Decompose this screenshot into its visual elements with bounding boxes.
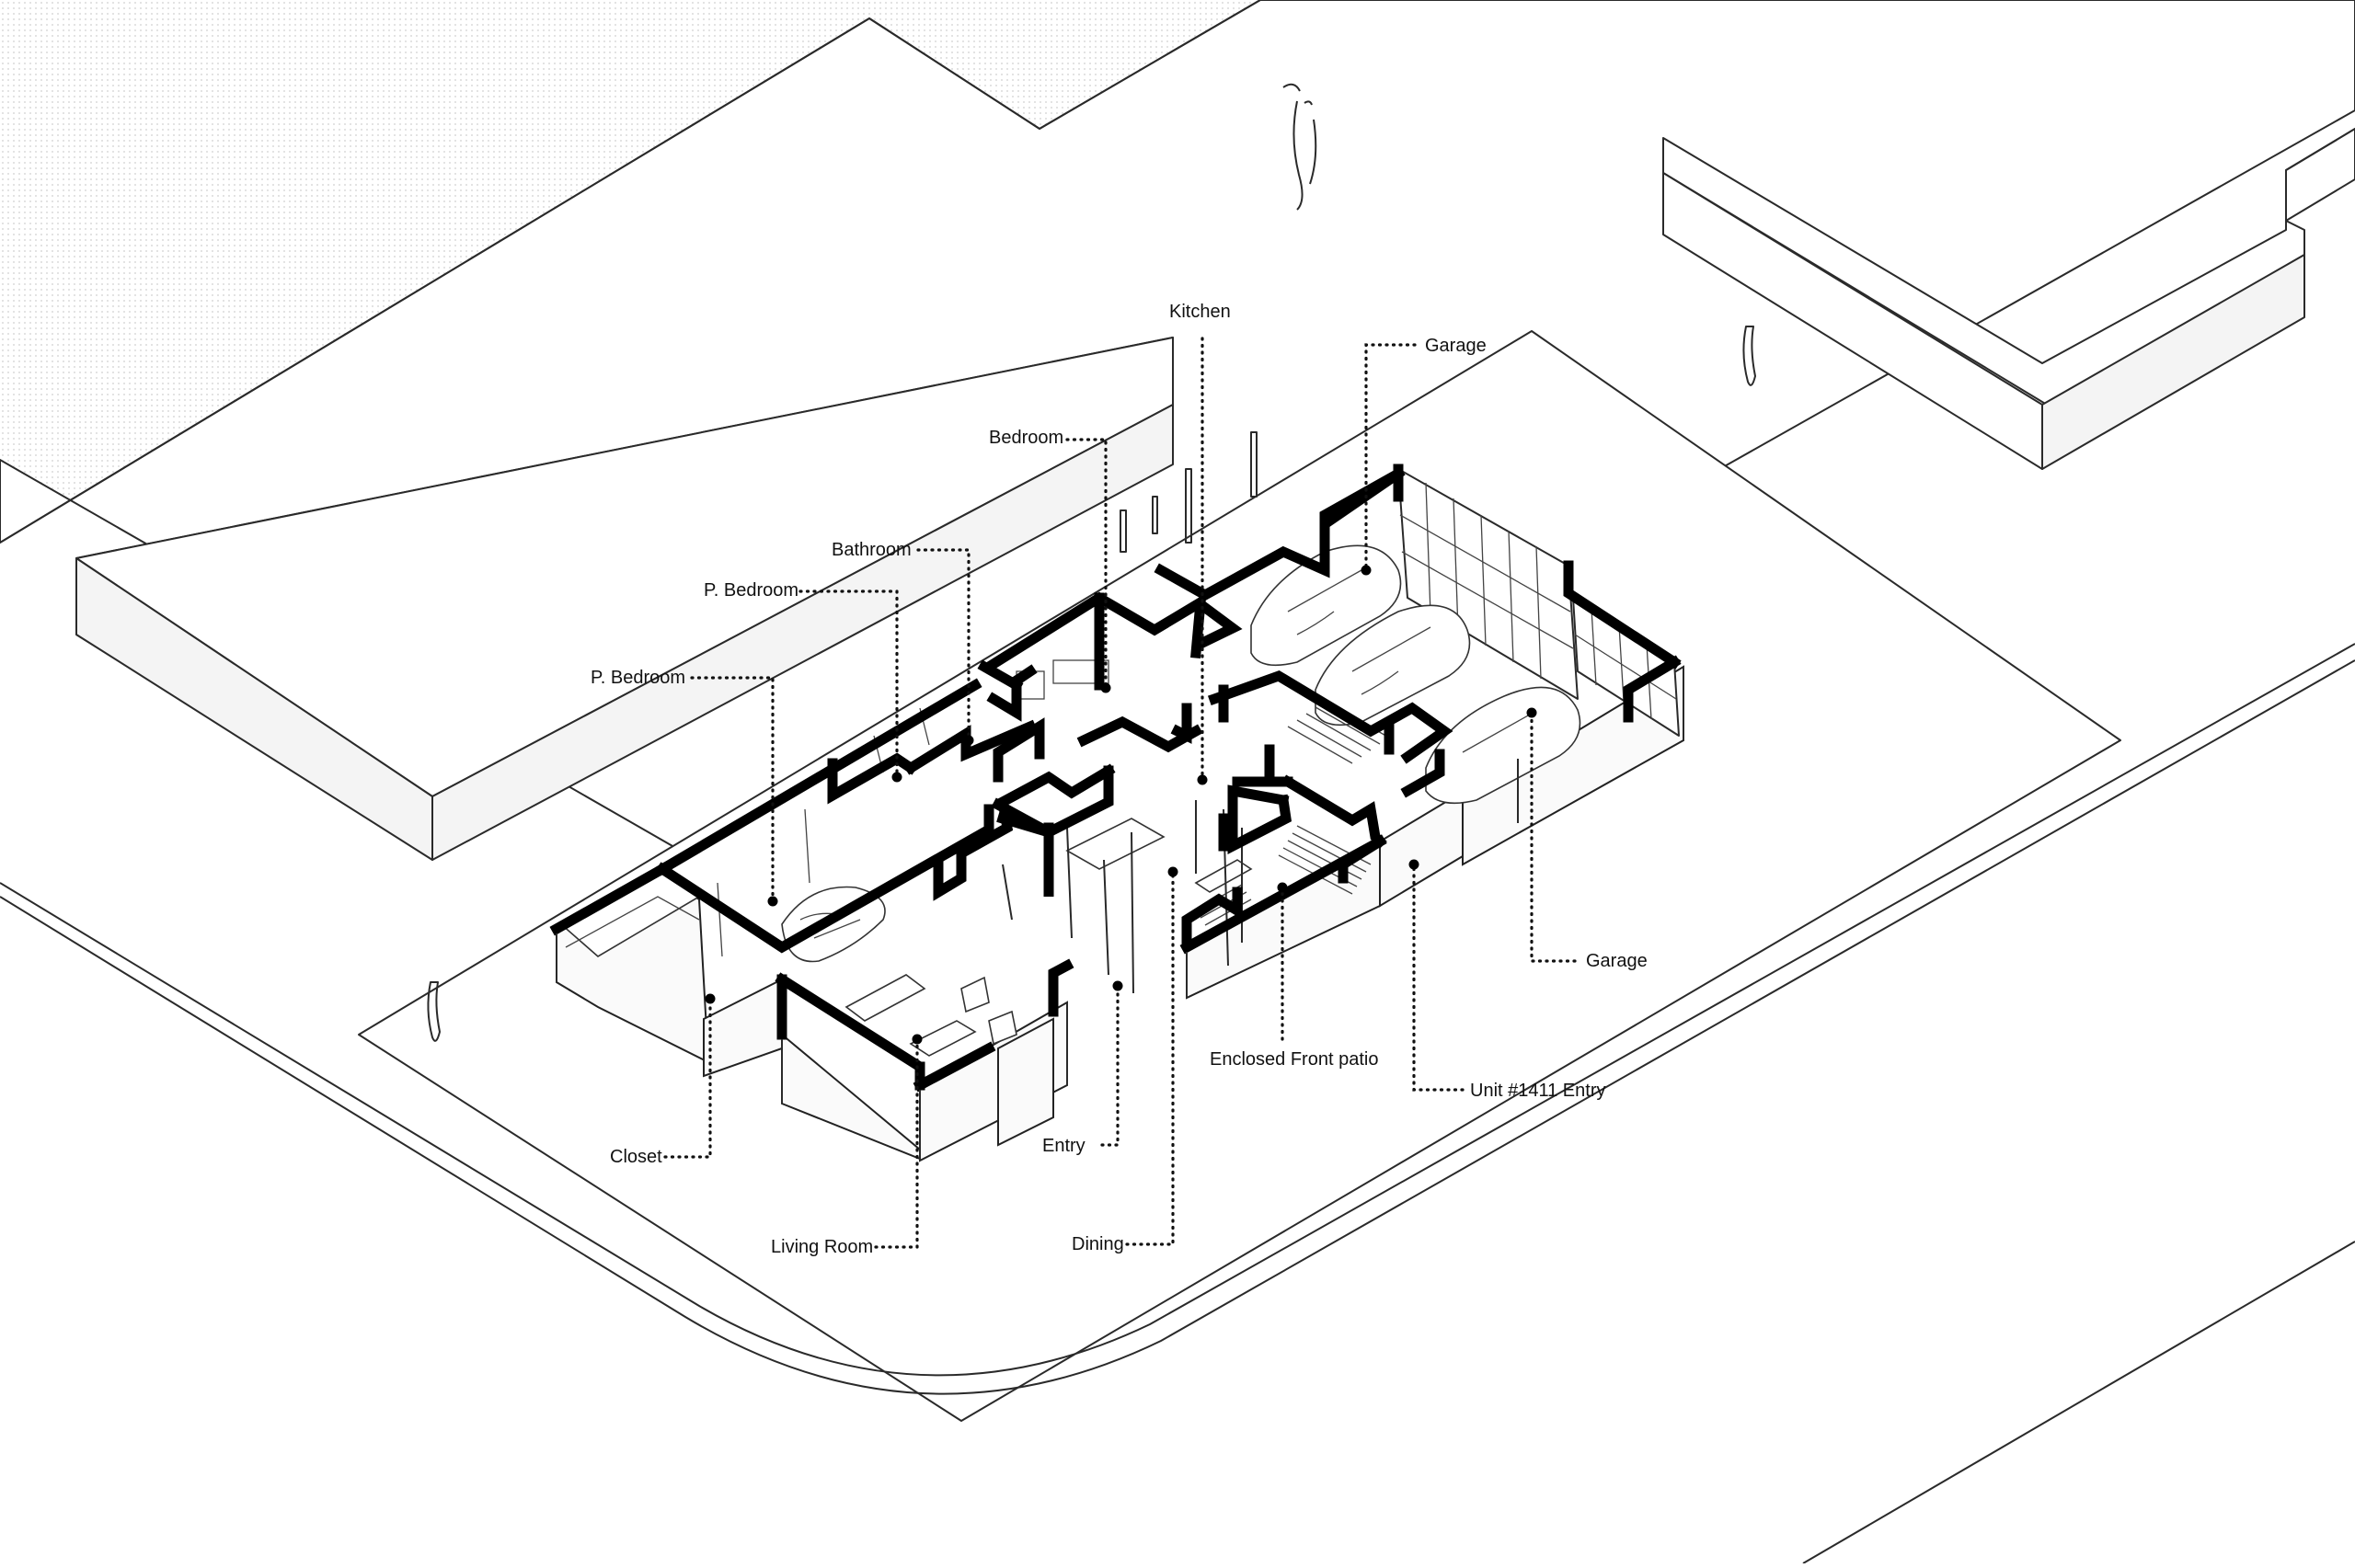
label-bathroom: Bathroom [832,540,912,560]
neighbor-building-left [75,337,1174,861]
label-p-bedroom-lower: P. Bedroom [591,668,685,688]
cut-walls [549,464,1682,1093]
house-plan [549,431,1684,1162]
stairs [1287,700,1390,764]
tree-icon [427,83,1756,1042]
label-bedroom: Bedroom [989,428,1063,448]
halftone-background [0,0,1260,543]
label-closet: Closet [610,1147,662,1167]
label-kitchen: Kitchen [1169,302,1231,322]
label-p-bedroom-upper: P. Bedroom [704,580,798,601]
room-labels: Kitchen Garage Bedroom Bathroom P. Bedro… [591,302,1648,1257]
label-living-room: Living Room [771,1237,873,1257]
neighbor-building-right [1662,128,2355,470]
label-enclosed-front-patio: Enclosed Front patio [1210,1049,1378,1070]
car-icon [1250,544,1581,805]
label-dining: Dining [1072,1234,1124,1254]
label-entry: Entry [1042,1136,1086,1156]
label-garage-right: Garage [1586,951,1648,971]
label-garage-top: Garage [1425,336,1487,356]
sofa-icon [844,974,1017,1057]
leader-lines [663,337,1577,1249]
label-unit-entry: Unit #1411 Entry [1470,1081,1606,1101]
